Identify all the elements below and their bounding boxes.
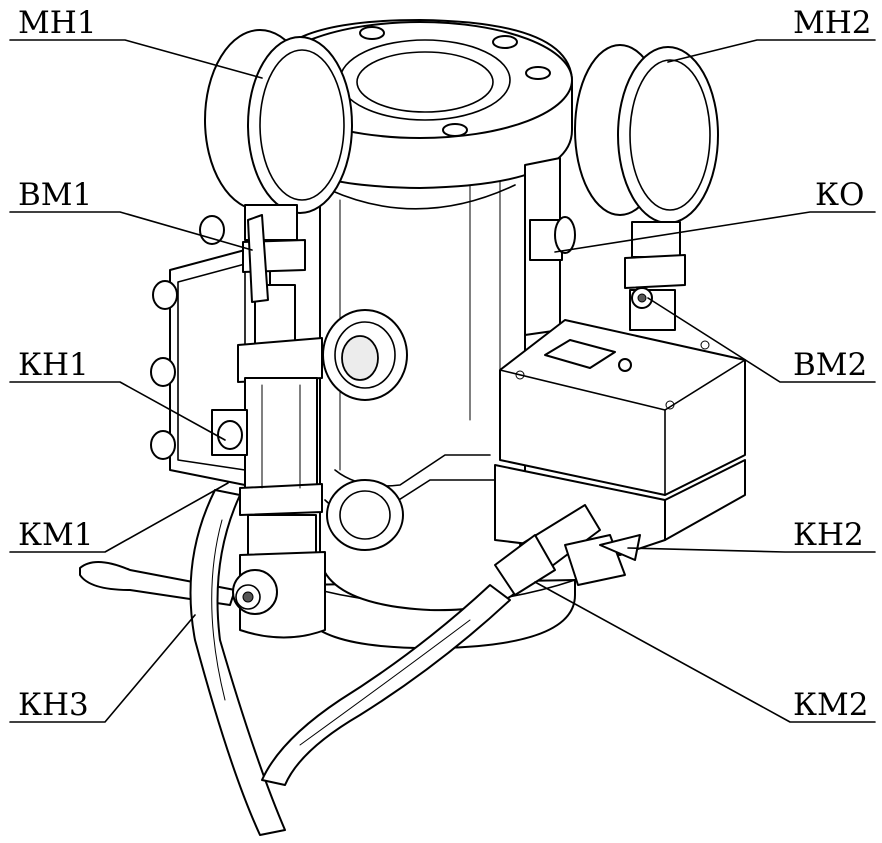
right-side-pipe [524,157,576,336]
label-kn1: КН1 [18,347,89,383]
pressure-gauge-mn1 [204,29,353,303]
left-pipe-column [237,284,326,639]
label-kn3: КН3 [18,687,89,723]
valve-body [319,169,526,612]
junction-box [494,319,746,556]
pressure-gauge-mn2 [574,44,719,331]
leader-lines [9,39,876,723]
valve-kn1 [211,409,248,456]
label-mn1: МН1 [18,5,97,41]
hoses [189,489,511,836]
label-mn2: МН2 [793,5,872,41]
label-ko: КО [815,177,864,213]
label-km2: КМ2 [793,687,868,723]
label-vm1: ВМ1 [18,177,92,213]
label-vm2: ВМ2 [793,347,867,383]
label-kn2: КН2 [793,517,864,553]
label-km1: КМ1 [18,517,93,553]
